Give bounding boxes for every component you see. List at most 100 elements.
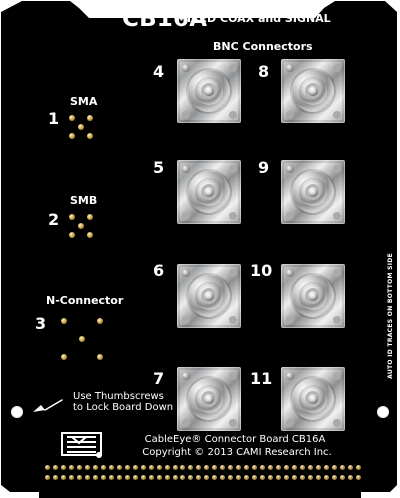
- bnc-connector-6[interactable]: [177, 264, 241, 328]
- header-pin: [60, 464, 66, 470]
- bnc-connector-icon: [188, 171, 230, 213]
- header-pin: [260, 464, 266, 470]
- sma-label: SMA: [70, 95, 98, 108]
- position-6-label: 6: [153, 261, 165, 280]
- bnc-connector-9[interactable]: [281, 160, 345, 224]
- board-title: CB16A: [122, 6, 208, 32]
- thumbscrew-note: Use Thumbscrews to Lock Board Down: [73, 391, 174, 413]
- bnc-connector-7[interactable]: [177, 367, 241, 431]
- bnc-connector-5[interactable]: [177, 160, 241, 224]
- sma-pad: [69, 133, 75, 139]
- header-pin: [108, 474, 114, 480]
- bnc-connector-icon: [292, 378, 334, 420]
- left-mount-hole: [11, 406, 23, 418]
- position-8-label: 8: [258, 62, 270, 81]
- header-pin: [108, 464, 114, 470]
- header-pin: [315, 464, 321, 470]
- header-pin: [355, 464, 361, 470]
- header-pin: [276, 464, 282, 470]
- header-pin: [76, 474, 82, 480]
- bnc-connector-icon: [292, 275, 334, 317]
- header-pin: [260, 474, 266, 480]
- n-connector-pad: [79, 336, 85, 342]
- smb-pad-icon[interactable]: [67, 212, 97, 242]
- header-pin: [116, 464, 122, 470]
- n-connector-pad: [97, 318, 103, 324]
- header-pin: [45, 464, 50, 470]
- n-connector-pad: [97, 354, 103, 360]
- board-subtitle: MIXED COAX and SIGNAL: [176, 12, 331, 25]
- header-pin: [315, 474, 321, 480]
- bnc-connector-11[interactable]: [281, 367, 345, 431]
- bnc-connector-4[interactable]: [177, 59, 241, 123]
- smb-pad: [87, 232, 93, 238]
- header-pin: [236, 474, 242, 480]
- header-pin: [76, 464, 82, 470]
- header-pin: [300, 474, 305, 480]
- header-pin: [204, 474, 210, 480]
- header-pin: [68, 474, 74, 480]
- bnc-connector-icon: [188, 275, 230, 317]
- header-pin: [347, 474, 353, 480]
- auto-id-note: AUTO ID TRACES ON BOTTOM SIDE: [387, 253, 394, 379]
- position-5-label: 5: [153, 158, 165, 177]
- n-connector-label: N-Connector: [46, 294, 124, 307]
- header-pin: [156, 474, 162, 480]
- position-3-label: 3: [35, 314, 47, 333]
- header-pin: [52, 474, 58, 480]
- footer-line-1: CableEye® Connector Board CB16A: [144, 434, 326, 445]
- bnc-connector-icon: [188, 70, 230, 112]
- header-pin: [124, 474, 130, 480]
- header-pin: [331, 474, 337, 480]
- edge-connector-pins: [45, 460, 361, 486]
- header-pin: [60, 474, 66, 480]
- position-11-label: 11: [250, 369, 273, 388]
- smb-pad: [69, 232, 75, 238]
- position-7-label: 7: [153, 369, 165, 388]
- header-pin: [339, 464, 345, 470]
- header-pin: [164, 474, 170, 480]
- header-pin: [228, 474, 234, 480]
- header-pin: [276, 474, 282, 480]
- header-pin: [339, 474, 345, 480]
- footer-line-2: Copyright © 2013 CAMI Research Inc.: [142, 447, 332, 458]
- sma-pad: [78, 124, 84, 130]
- bnc-connector-8[interactable]: [281, 59, 345, 123]
- header-pin: [92, 464, 98, 470]
- header-pin: [140, 464, 146, 470]
- header-pin: [132, 464, 138, 470]
- position-4-label: 4: [153, 62, 165, 81]
- header-pin: [172, 464, 178, 470]
- header-pin: [307, 464, 313, 470]
- n-connector-pad: [61, 318, 67, 324]
- position-9-label: 9: [258, 158, 270, 177]
- header-pin: [156, 464, 162, 470]
- header-pin: [323, 464, 329, 470]
- header-pin: [212, 464, 218, 470]
- pin-row-top: [45, 464, 361, 470]
- header-pin: [244, 474, 250, 480]
- header-pin: [268, 474, 274, 480]
- header-pin: [268, 464, 274, 470]
- header-pin: [180, 464, 186, 470]
- header-pin: [52, 464, 58, 470]
- bnc-connector-10[interactable]: [281, 264, 345, 328]
- header-pin: [244, 464, 250, 470]
- header-pin: [188, 464, 194, 470]
- header-pin: [196, 464, 202, 470]
- header-pin: [100, 464, 106, 470]
- header-pin: [292, 474, 298, 480]
- header-pin: [347, 464, 353, 470]
- header-pin: [68, 464, 74, 470]
- right-mount-hole: [377, 406, 389, 418]
- header-pin: [212, 474, 218, 480]
- header-pin: [220, 474, 226, 480]
- header-pin: [164, 464, 170, 470]
- n-connector-pad-icon[interactable]: [56, 314, 106, 364]
- sma-pad: [87, 133, 93, 139]
- smb-label: SMB: [70, 194, 98, 207]
- sma-pad-icon[interactable]: [67, 113, 97, 143]
- smb-pad: [87, 214, 93, 220]
- header-pin: [292, 464, 298, 470]
